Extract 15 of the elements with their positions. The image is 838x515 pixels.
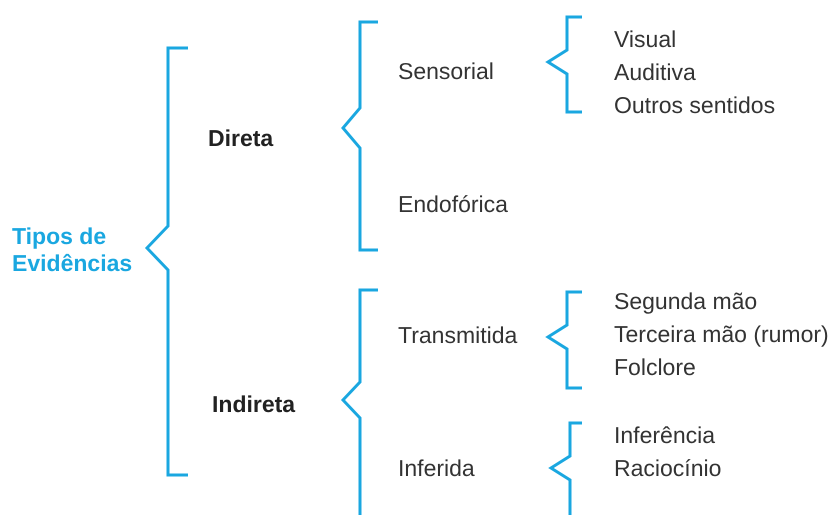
subcategory-label: Outros sentidos: [614, 92, 776, 119]
subcategory-label: Terceira mão (rumor): [614, 321, 829, 348]
subcategory-label: Endofórica: [398, 191, 508, 218]
subcategory-label: Inferida: [398, 455, 475, 482]
root-heading: Tipos de Evidências: [12, 223, 134, 277]
subcategory-label: Transmitida: [398, 322, 518, 349]
subcategory-label: Visual: [614, 26, 676, 53]
subcategory-label: Sensorial: [398, 58, 494, 85]
subcategory-label: Inferência: [614, 422, 716, 449]
category-label: Indireta: [212, 391, 296, 418]
subcategory-label: Folclore: [614, 354, 696, 381]
subcategory-label: Raciocínio: [614, 455, 722, 482]
subcategory-label: Auditiva: [614, 59, 696, 86]
category-label: Direta: [208, 125, 274, 152]
subcategory-label: Segunda mão: [614, 288, 758, 315]
